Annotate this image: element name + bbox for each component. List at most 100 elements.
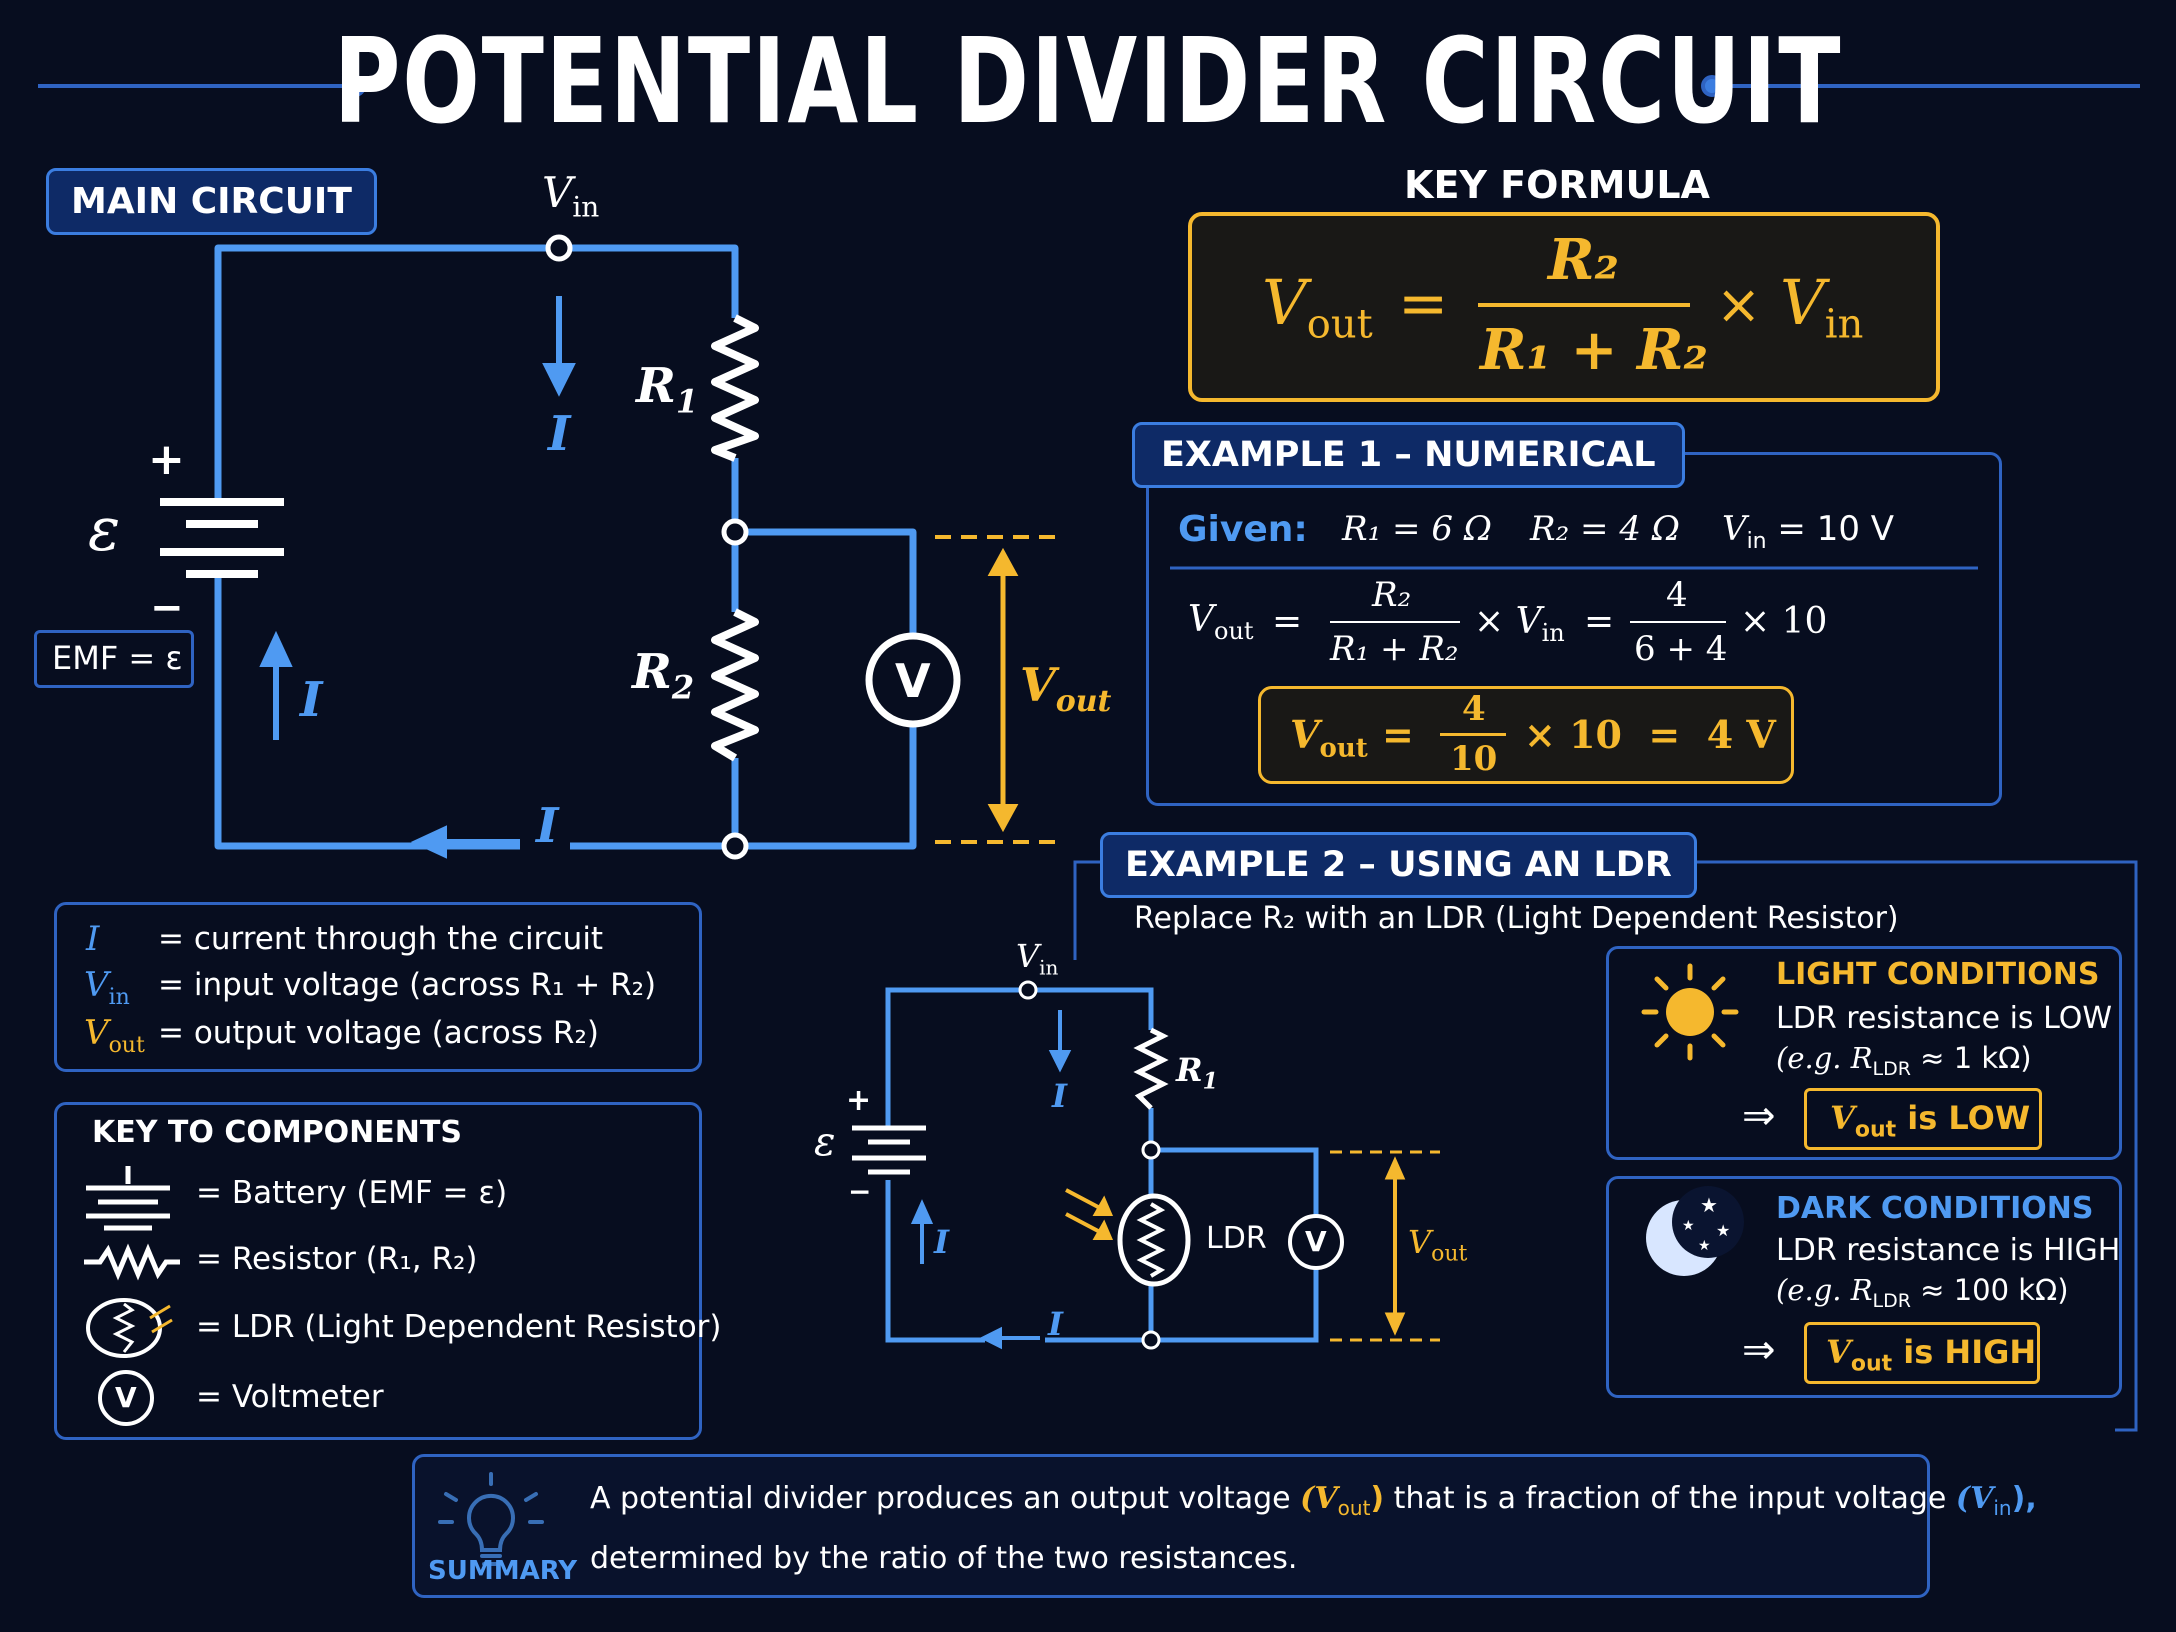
example1-given-label: Given:: [1178, 509, 1308, 550]
vout-label-v: V: [1020, 658, 1056, 712]
svg-text:★: ★: [1700, 1193, 1718, 1217]
ldr-icon: [86, 1298, 173, 1358]
summary-label: SUMMARY: [428, 1556, 578, 1586]
example1-line-lhs-v: V: [1188, 599, 1214, 640]
light-result-v: V: [1830, 1099, 1855, 1137]
ldr-voltmeter-symbol: [1288, 1214, 1344, 1270]
example2-tag: EXAMPLE 2 – USING AN LDR: [1100, 832, 1697, 898]
example1-result-rest: × 10 = 4 V: [1524, 712, 1776, 757]
battery-icon: [86, 1166, 170, 1231]
summary-vin-sub: in: [1993, 1496, 2012, 1520]
example2-subtitle: Replace R₂ with an LDR (Light Dependent …: [1134, 901, 1899, 936]
formula-lhs: Vout: [1262, 272, 1373, 348]
legend-panel: [54, 902, 702, 1072]
ldr-current-arrows: [910, 1010, 1072, 1350]
example1-line-num: R₂: [1372, 575, 1412, 615]
light-result: Vout is LOW: [1830, 1102, 2030, 1141]
light-arrow: ⇒: [1742, 1093, 1776, 1139]
summary-panel: [412, 1454, 1930, 1598]
example1-line-num2: 4: [1666, 575, 1688, 615]
example1-given-vin-v: V: [1722, 509, 1747, 549]
formula-fraction-bar: [1478, 303, 1690, 307]
example1-given-r2: R₂ = 4 Ω: [1530, 509, 1680, 549]
example1-result-box: [1258, 686, 1794, 784]
ldr-symbol: [1065, 1188, 1191, 1287]
formula-rhs-sub: in: [1824, 301, 1864, 348]
example1-given-r1: R₁ = 6 Ω: [1342, 509, 1492, 549]
legend-text-vout: = output voltage (across R₂): [158, 1015, 599, 1051]
voltmeter-letter: V: [895, 654, 931, 708]
example1-line-lhs-sub: out: [1214, 617, 1254, 646]
dark-line2-end: ≈ 100 kΩ): [1910, 1273, 2069, 1307]
ldr-battery-symbol: [852, 1125, 926, 1175]
light-conditions-panel: [1606, 946, 2122, 1160]
example1-line-eq2: =: [1584, 601, 1615, 642]
vout-label-sub: out: [1055, 684, 1112, 720]
moon-icon: ★ ★ ★ ★: [1646, 1186, 1744, 1276]
dark-line1: LDR resistance is HIGH: [1776, 1233, 2121, 1268]
svg-text:★: ★: [1682, 1218, 1695, 1234]
light-line2-sub: LDR: [1872, 1057, 1911, 1080]
legend-sym-vout: Vout: [84, 1016, 145, 1057]
ldr-r1-label-r: R: [1176, 1051, 1203, 1089]
r1-label-sub: 1: [675, 382, 699, 421]
ldr-battery-minus: −: [848, 1175, 872, 1208]
current-arrows: [259, 296, 576, 859]
dark-result-v: V: [1826, 1333, 1851, 1371]
ldr-current-bottom: I: [1048, 1305, 1063, 1343]
r2-label: R2: [632, 648, 694, 704]
voltmeter-icon: [98, 1370, 154, 1426]
sun-icon: [1641, 963, 1739, 1061]
vin-label-sub: in: [572, 190, 600, 224]
main-circuit-tag: MAIN CIRCUIT: [46, 168, 377, 235]
legend-sym-vin-sub: in: [108, 984, 130, 1010]
summary-vout: (V: [1300, 1481, 1338, 1516]
example1-line-den: R₁ + R₂: [1330, 629, 1459, 669]
summary-vin: (V: [1955, 1481, 1994, 1516]
example2-frame: [1073, 860, 1100, 960]
vout-label: Vout: [1020, 662, 1111, 717]
ldr-r1-label-sub: 1: [1202, 1068, 1218, 1095]
r1-label: R1: [636, 362, 698, 418]
formula-equals: =: [1398, 269, 1449, 339]
formula-heading: KEY FORMULA: [1404, 163, 1710, 207]
light-result-text: is LOW: [1896, 1099, 2031, 1137]
component-resistor-text: = Resistor (R₁, R₂): [196, 1241, 478, 1277]
formula-lhs-sub: out: [1306, 301, 1373, 348]
main-circuit-wires: [214, 244, 917, 850]
component-ldr-text: = LDR (Light Dependent Resistor): [196, 1309, 722, 1345]
example1-line-times: × Vin: [1474, 604, 1565, 646]
dark-line2-sub: LDR: [1872, 1289, 1911, 1312]
legend-text-i: = current through the circuit: [158, 921, 604, 957]
dark-result-text: is HIGH: [1892, 1333, 2037, 1371]
example1-result-eq: =: [1382, 713, 1414, 757]
light-line2-end: ≈ 1 kΩ): [1910, 1041, 2032, 1075]
ldr-emf-symbol: ε: [814, 1119, 836, 1165]
example1-result-bar: [1440, 733, 1506, 736]
light-line2-start: (e.g. R: [1776, 1041, 1873, 1075]
formula-denominator: R₁ + R₂: [1480, 317, 1709, 383]
example1-line-eq: =: [1272, 601, 1303, 642]
summary-line2: determined by the ratio of the two resis…: [590, 1541, 1298, 1576]
light-line2: (e.g. RLDR ≈ 1 kΩ): [1776, 1044, 2032, 1079]
example1-result-num: 4: [1462, 689, 1486, 729]
summary-text-1a: A potential divider produces an output v…: [590, 1481, 1301, 1516]
lightbulb-icon: [438, 1472, 544, 1566]
formula-times: ×: [1716, 273, 1762, 336]
page-title: POTENTIAL DIVIDER CIRCUIT: [333, 12, 1843, 150]
dark-conditions-panel: [1606, 1176, 2122, 1398]
dark-line2: (e.g. RLDR ≈ 100 kΩ): [1776, 1276, 2069, 1311]
dark-result-box: [1804, 1322, 2040, 1384]
current-label-left: I: [300, 672, 323, 728]
summary-vout-sub: out: [1337, 1496, 1371, 1520]
legend-sym-i: I: [86, 919, 100, 959]
current-label-top: I: [548, 406, 571, 462]
example1-result-den: 10: [1450, 739, 1498, 779]
example1-tag: EXAMPLE 1 – NUMERICAL: [1132, 422, 1685, 488]
ldr-current-left: I: [934, 1223, 949, 1261]
dark-line2-start: (e.g. R: [1776, 1273, 1873, 1307]
ldr-vout-label-sub: out: [1431, 1241, 1468, 1267]
example1-result-lhs-v: V: [1290, 712, 1320, 757]
legend-sym-vin-v: V: [84, 965, 109, 1005]
